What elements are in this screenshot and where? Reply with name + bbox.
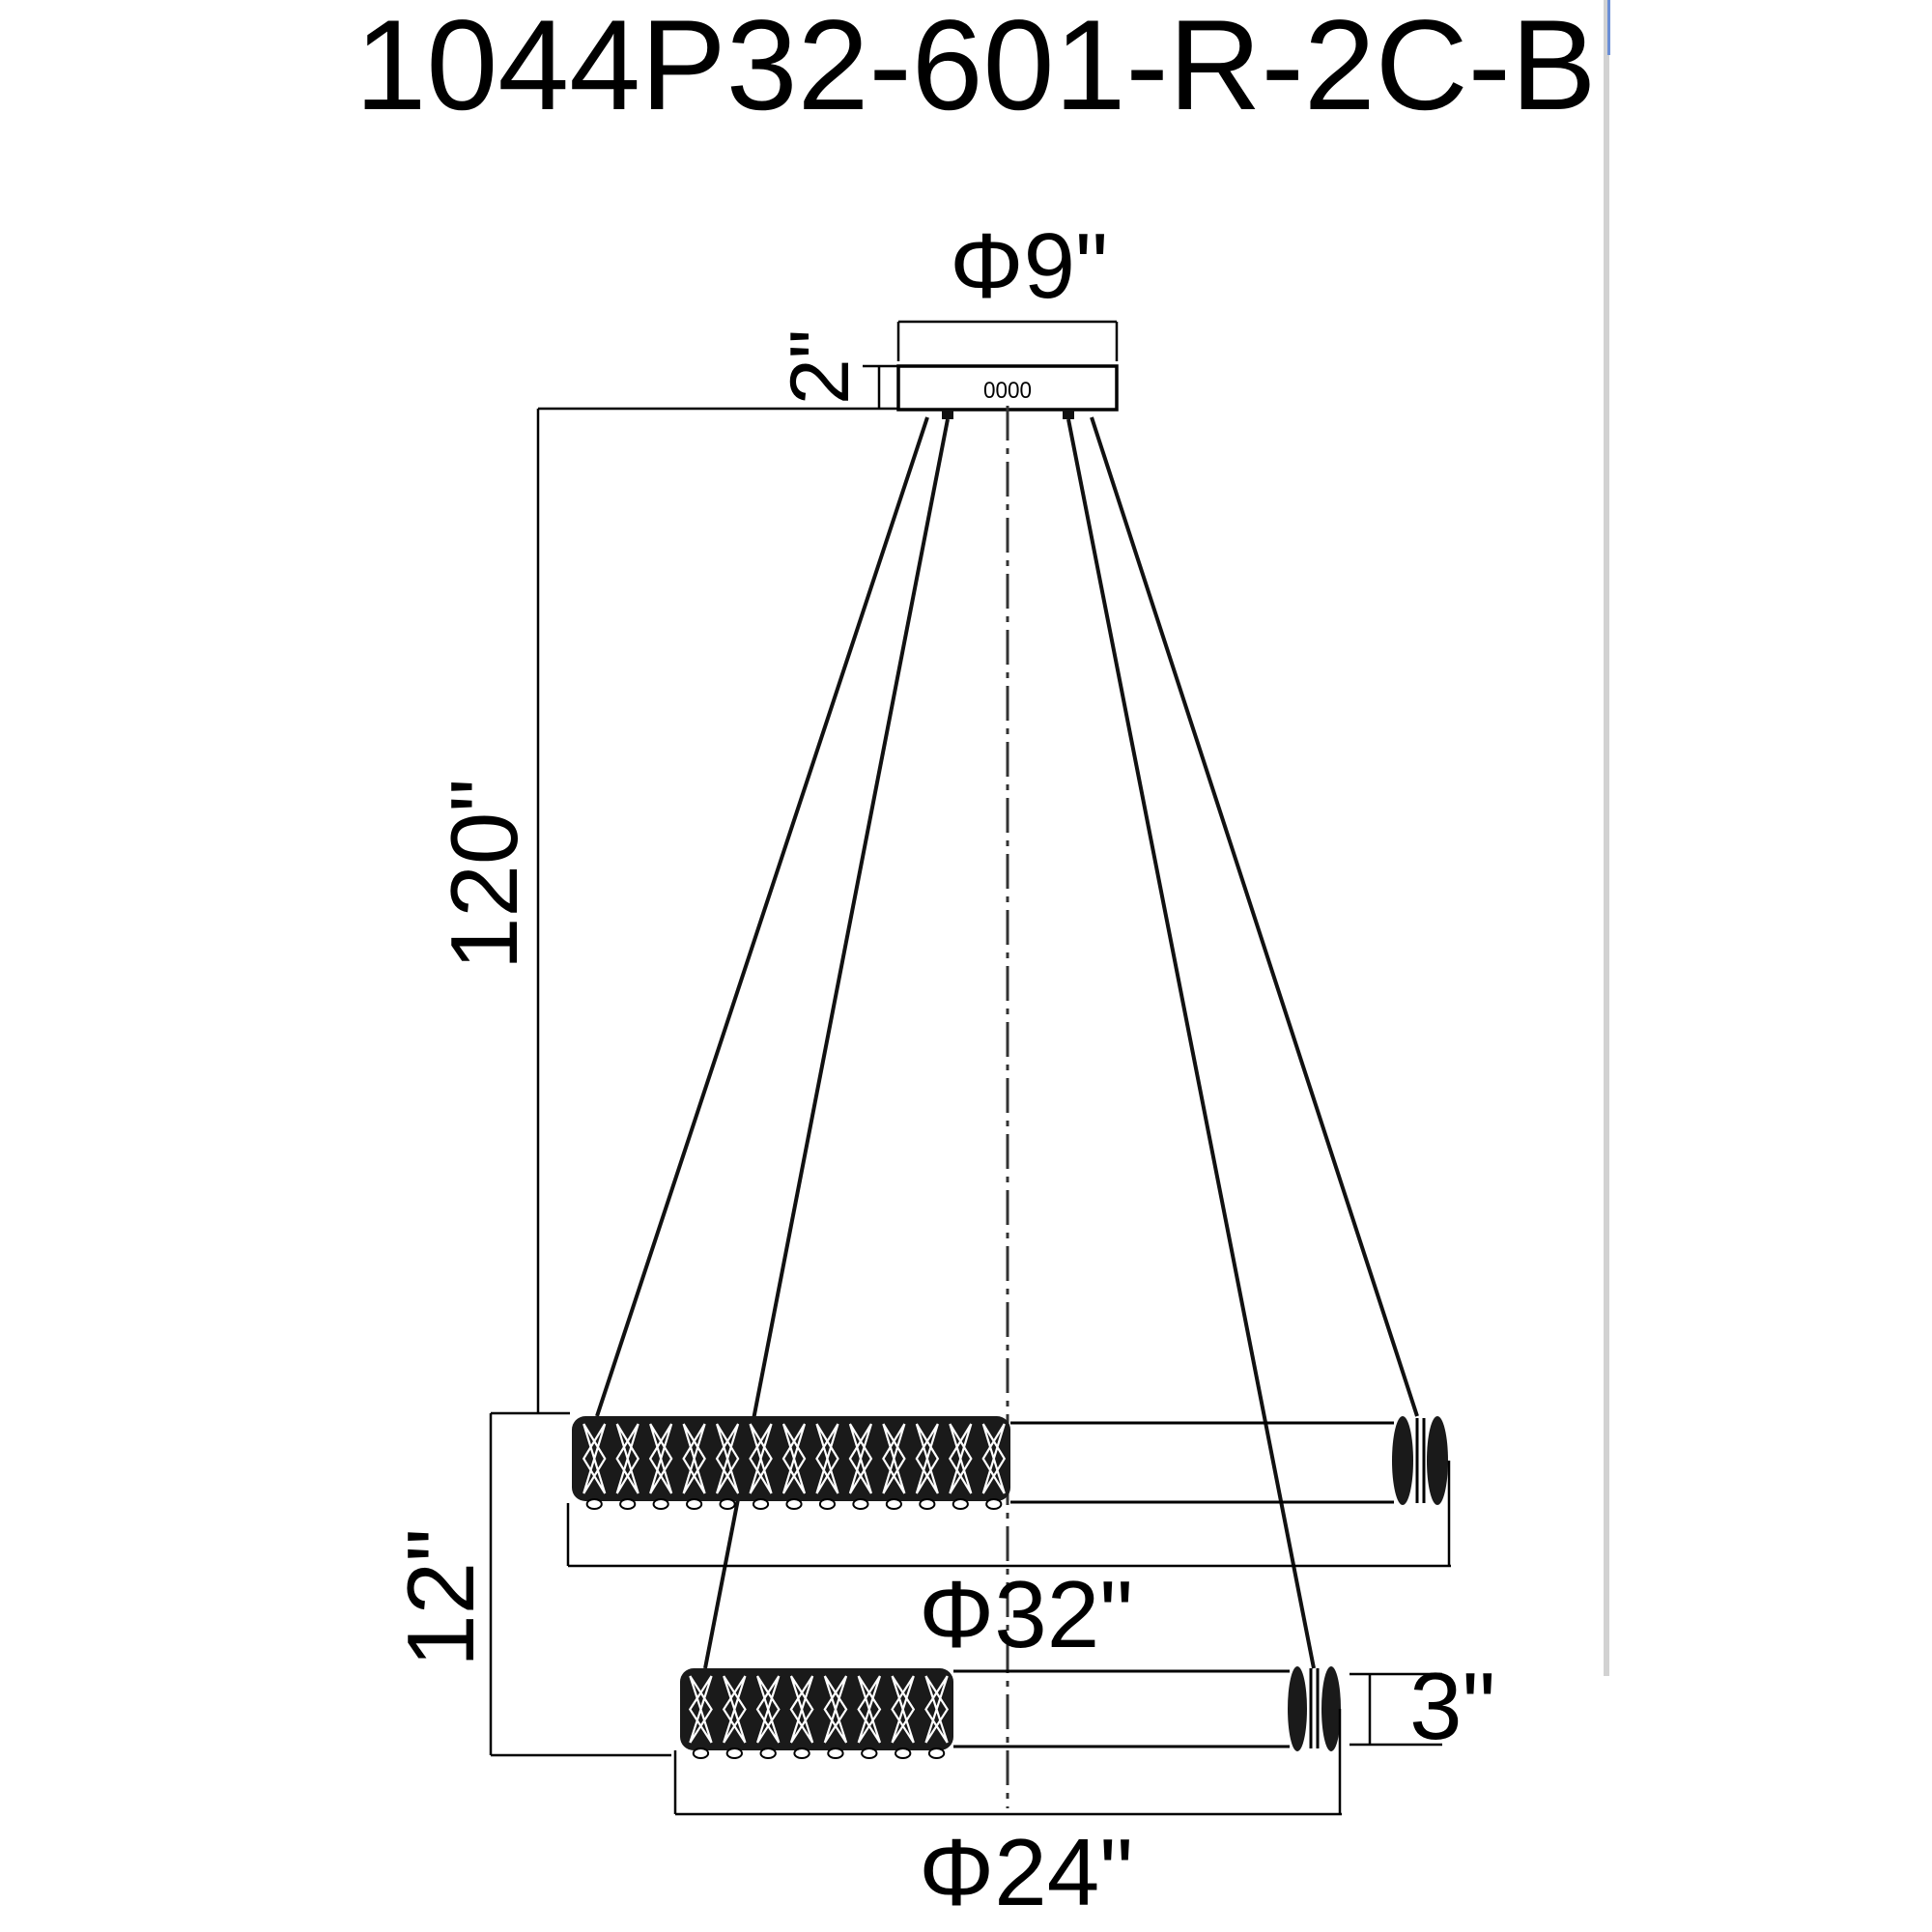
crystal-segment: [891, 1675, 916, 1759]
crystal-segment: [948, 1423, 973, 1510]
crystal-segment: [688, 1675, 713, 1759]
crystal-segment: [981, 1423, 1007, 1510]
cable-inner-right: [1066, 418, 1316, 1669]
upper-ring-diameter-label: Φ32": [919, 1561, 1133, 1667]
crystal-segment: [789, 1675, 814, 1759]
crystal-segment: [857, 1675, 882, 1759]
canopy-height-dimension: 2": [774, 329, 898, 410]
cable-outer-right: [1090, 416, 1419, 1417]
crystal-segment: [924, 1675, 950, 1759]
tier-spacing-label: 12": [387, 1528, 494, 1667]
cable-outer-left: [595, 416, 929, 1417]
canopy-height-label: 2": [774, 329, 867, 405]
upper-ring-diameter-dimension: Φ32": [566, 1461, 1451, 1667]
lower-ring-diameter-label: Φ24": [919, 1819, 1133, 1925]
lower-ring-end-cap: [1288, 1666, 1341, 1751]
model-number-title: 1044P32-601-R-2C-B: [355, 0, 1597, 137]
crystal-segment: [749, 1423, 773, 1510]
crystal-segment: [915, 1423, 940, 1510]
lower-ring-crystal-band: [680, 1668, 953, 1759]
tier-spacing-dimension: 12": [387, 1411, 671, 1757]
crystal-segment: [715, 1423, 740, 1510]
ring-height-label: 3": [1409, 1653, 1495, 1759]
lower-ring-diameter-dimension: Φ24": [673, 1709, 1342, 1925]
crystal-segment: [722, 1675, 747, 1759]
crystal-segment: [882, 1423, 906, 1510]
upper-ring-end-cap: [1392, 1416, 1448, 1505]
crystal-segment: [582, 1423, 607, 1510]
crystal-segment: [615, 1423, 640, 1510]
ring-height-dimension: 3": [1350, 1653, 1495, 1759]
crystal-segment: [848, 1423, 873, 1510]
canopy-label: 0000: [983, 378, 1032, 404]
upper-ring: [572, 1416, 1448, 1510]
hanging-length-dimension: 120": [431, 407, 898, 1415]
viewer-edge: [1604, 0, 1610, 1676]
canopy-diameter-label: Φ9": [950, 214, 1108, 318]
crystal-segment: [648, 1423, 673, 1510]
crystal-segment: [755, 1675, 781, 1759]
crystal-segment: [781, 1423, 807, 1510]
canopy: 0000: [896, 364, 1119, 419]
lower-ring: [680, 1666, 1341, 1759]
hanging-length-label: 120": [431, 779, 537, 970]
canopy-diameter-dimension: Φ9": [896, 214, 1119, 361]
crystal-segment: [823, 1675, 848, 1759]
upper-ring-crystal-band: [572, 1416, 1010, 1510]
crystal-segment: [815, 1423, 839, 1510]
crystal-segment: [682, 1423, 706, 1510]
